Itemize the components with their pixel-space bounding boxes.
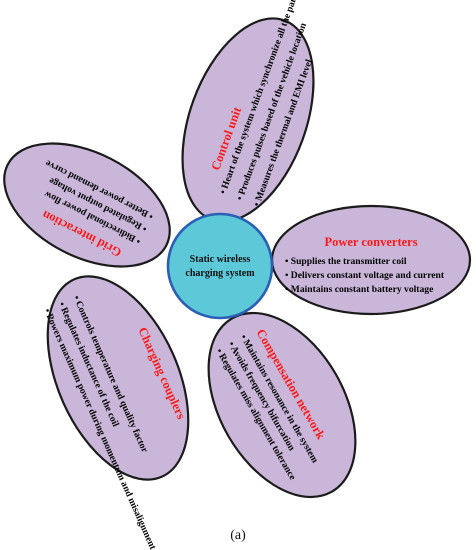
petal-control-unit: Control unit • Heart of the system which… [181, 0, 315, 223]
petal-compensation-network: Compensation network • Maintains resonan… [207, 311, 357, 499]
center-hub-circle [166, 212, 274, 320]
center-hub-label-line2: charging system [185, 268, 255, 279]
center-hub-label-line1: Static wireless [190, 254, 251, 265]
petal-charging-couplers-shape [46, 275, 190, 481]
petal-power-converters: Power converters • Supplies the transmit… [270, 204, 472, 316]
figure-caption: (a) [230, 528, 246, 543]
petal-power-converters-item-1: • Supplies the transmitter coil [285, 256, 407, 267]
petal-power-converters-title: Power converters [324, 235, 417, 249]
petal-grid-interaction-shape [3, 142, 171, 268]
petal-compensation-network-shape [207, 311, 357, 499]
petal-grid-interaction: Grid interaction • Bidirectional power f… [3, 142, 171, 268]
petal-power-converters-item-3: • Maintains constant battery voltage [285, 284, 434, 295]
center-hub: Static wireless charging system [166, 212, 274, 320]
petal-power-converters-item-2: • Delivers constant voltage and current [285, 270, 445, 281]
